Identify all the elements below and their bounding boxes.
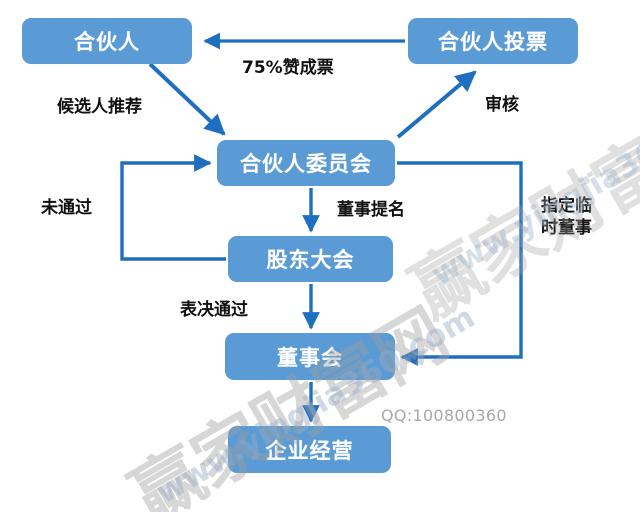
node-partner-label: 合伙人 bbox=[74, 30, 140, 54]
node-shareholders-meeting-label: 股东大会 bbox=[266, 248, 355, 272]
node-partner-committee-label: 合伙人委员会 bbox=[240, 152, 372, 176]
edge-partner-to-committee bbox=[148, 62, 226, 136]
node-partner[interactable]: 合伙人 bbox=[22, 18, 192, 64]
node-board-of-directors-label: 董事会 bbox=[277, 345, 343, 370]
node-partner-vote-label: 合伙人投票 bbox=[438, 30, 548, 54]
edge-label-vote-passed: 表决通过 bbox=[180, 300, 248, 320]
edge-label-appoint-interim-director-line1: 指定临 bbox=[541, 196, 592, 216]
edge-label-appoint-interim-director: 指定临 时董事 bbox=[541, 196, 615, 240]
edge-label-appoint-interim-director-line2: 时董事 bbox=[541, 217, 592, 238]
node-board-of-directors[interactable]: 董事会 bbox=[225, 333, 395, 380]
node-partner-vote[interactable]: 合伙人投票 bbox=[408, 18, 578, 64]
qq-contact-text: QQ:100800360 bbox=[381, 406, 507, 425]
node-enterprise-operation-label: 企业经营 bbox=[265, 438, 354, 463]
edge-label-approval-votes: 75%赞成票 bbox=[242, 58, 334, 78]
edge-label-review: 审核 bbox=[485, 95, 519, 115]
node-partner-committee[interactable]: 合伙人委员会 bbox=[217, 140, 395, 186]
edge-label-director-nomination: 董事提名 bbox=[337, 200, 405, 220]
edge-committee-to-vote bbox=[396, 70, 477, 139]
edge-label-candidate-recommendation: 候选人推荐 bbox=[57, 97, 142, 117]
edge-label-not-passed: 未通过 bbox=[41, 198, 92, 218]
edge-shareholders-to-committee bbox=[120, 154, 226, 261]
edge-committee-to-board bbox=[397, 161, 523, 366]
node-shareholders-meeting[interactable]: 股东大会 bbox=[228, 236, 393, 282]
node-enterprise-operation[interactable]: 企业经营 bbox=[228, 426, 391, 473]
